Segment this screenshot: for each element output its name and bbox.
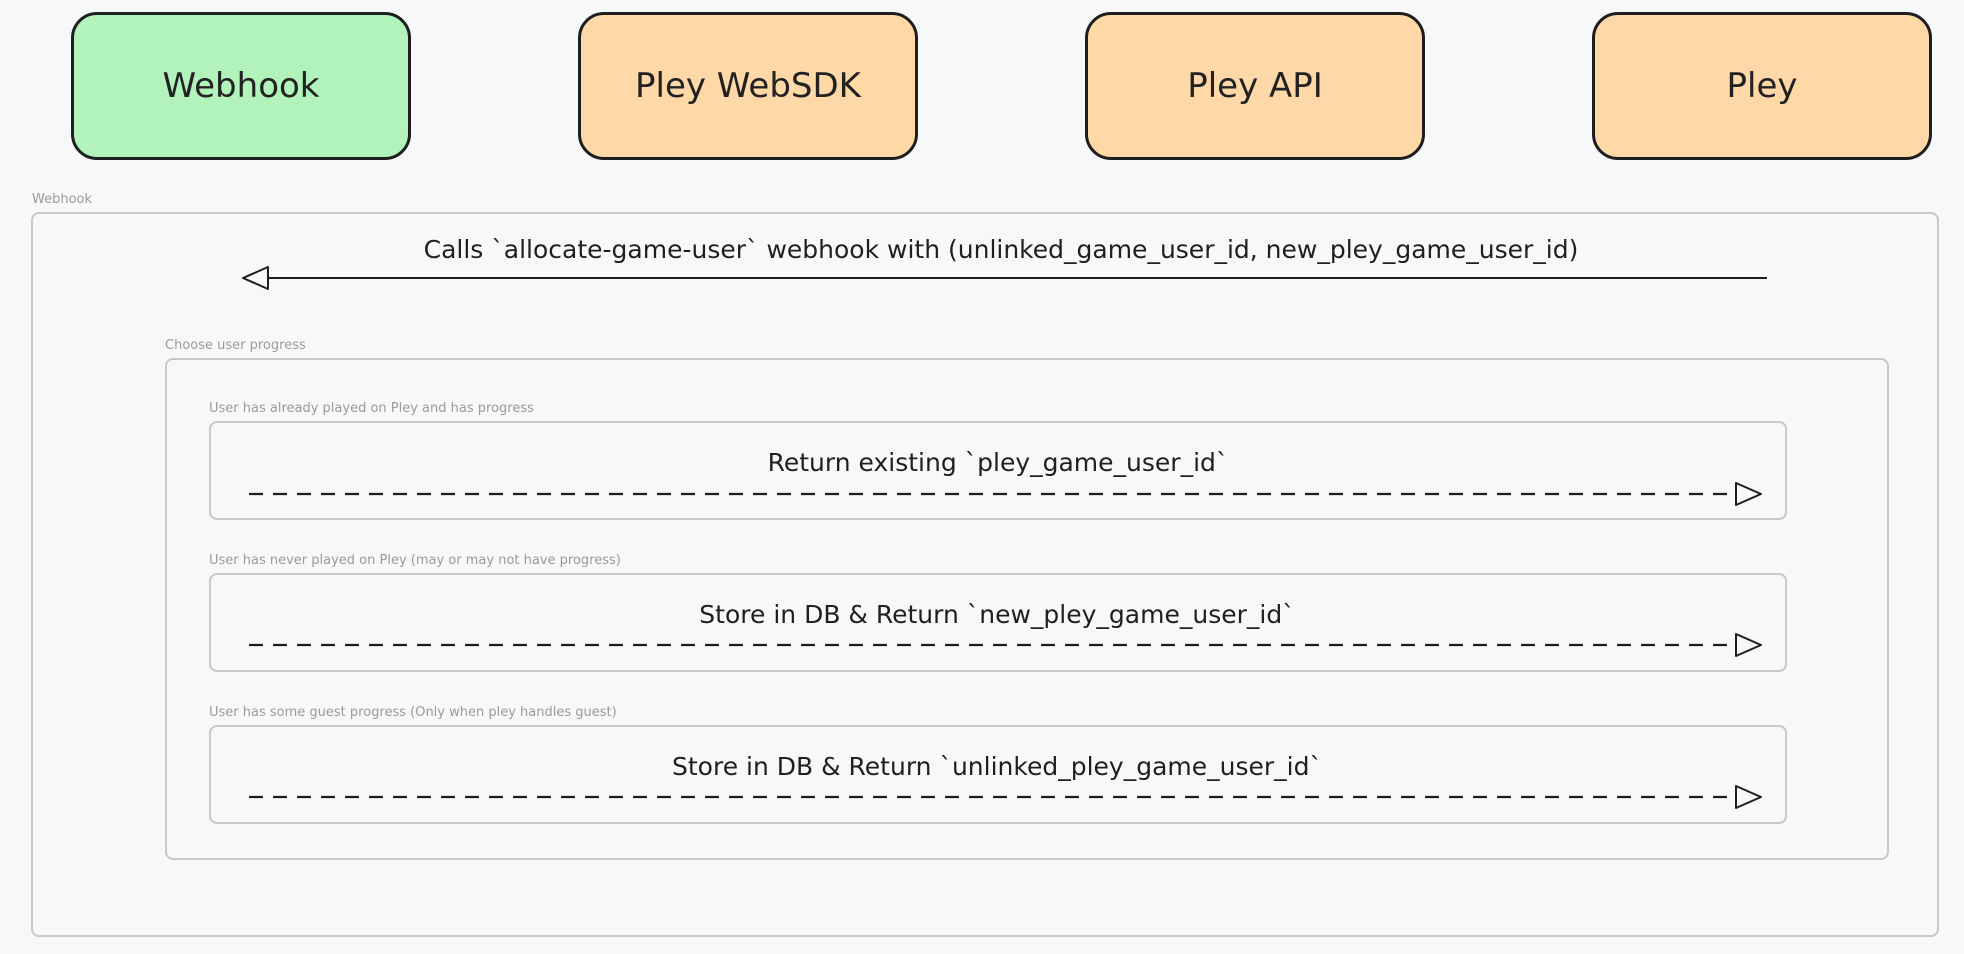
message-label-allocate-webhook: Calls `allocate-game-user` webhook with …	[423, 235, 1579, 264]
message-label-return-existing: Return existing `pley_game_user_id`	[767, 448, 1229, 477]
alt-box-guest-progress	[209, 725, 1787, 824]
message-label-store-new: Store in DB & Return `new_pley_game_user…	[699, 600, 1295, 629]
group-label-webhook: Webhook	[32, 192, 93, 207]
alt-label-never-played: User has never played on Pley (may or ma…	[209, 553, 621, 568]
group-box-webhook	[31, 212, 1939, 937]
participant-pley-api: Pley API	[1085, 12, 1425, 160]
participant-pley-websdk: Pley WebSDK	[578, 12, 918, 160]
alt-label-existing-progress: User has already played on Pley and has …	[209, 401, 534, 416]
group-box-choose-progress	[165, 358, 1889, 860]
alt-box-existing-progress	[209, 421, 1787, 520]
alt-box-never-played	[209, 573, 1787, 672]
message-label-store-unlinked: Store in DB & Return `unlinked_pley_game…	[672, 752, 1322, 781]
group-label-choose-progress: Choose user progress	[165, 338, 306, 353]
participant-pley: Pley	[1592, 12, 1932, 160]
alt-label-guest-progress: User has some guest progress (Only when …	[209, 705, 617, 720]
participant-webhook: Webhook	[71, 12, 411, 160]
